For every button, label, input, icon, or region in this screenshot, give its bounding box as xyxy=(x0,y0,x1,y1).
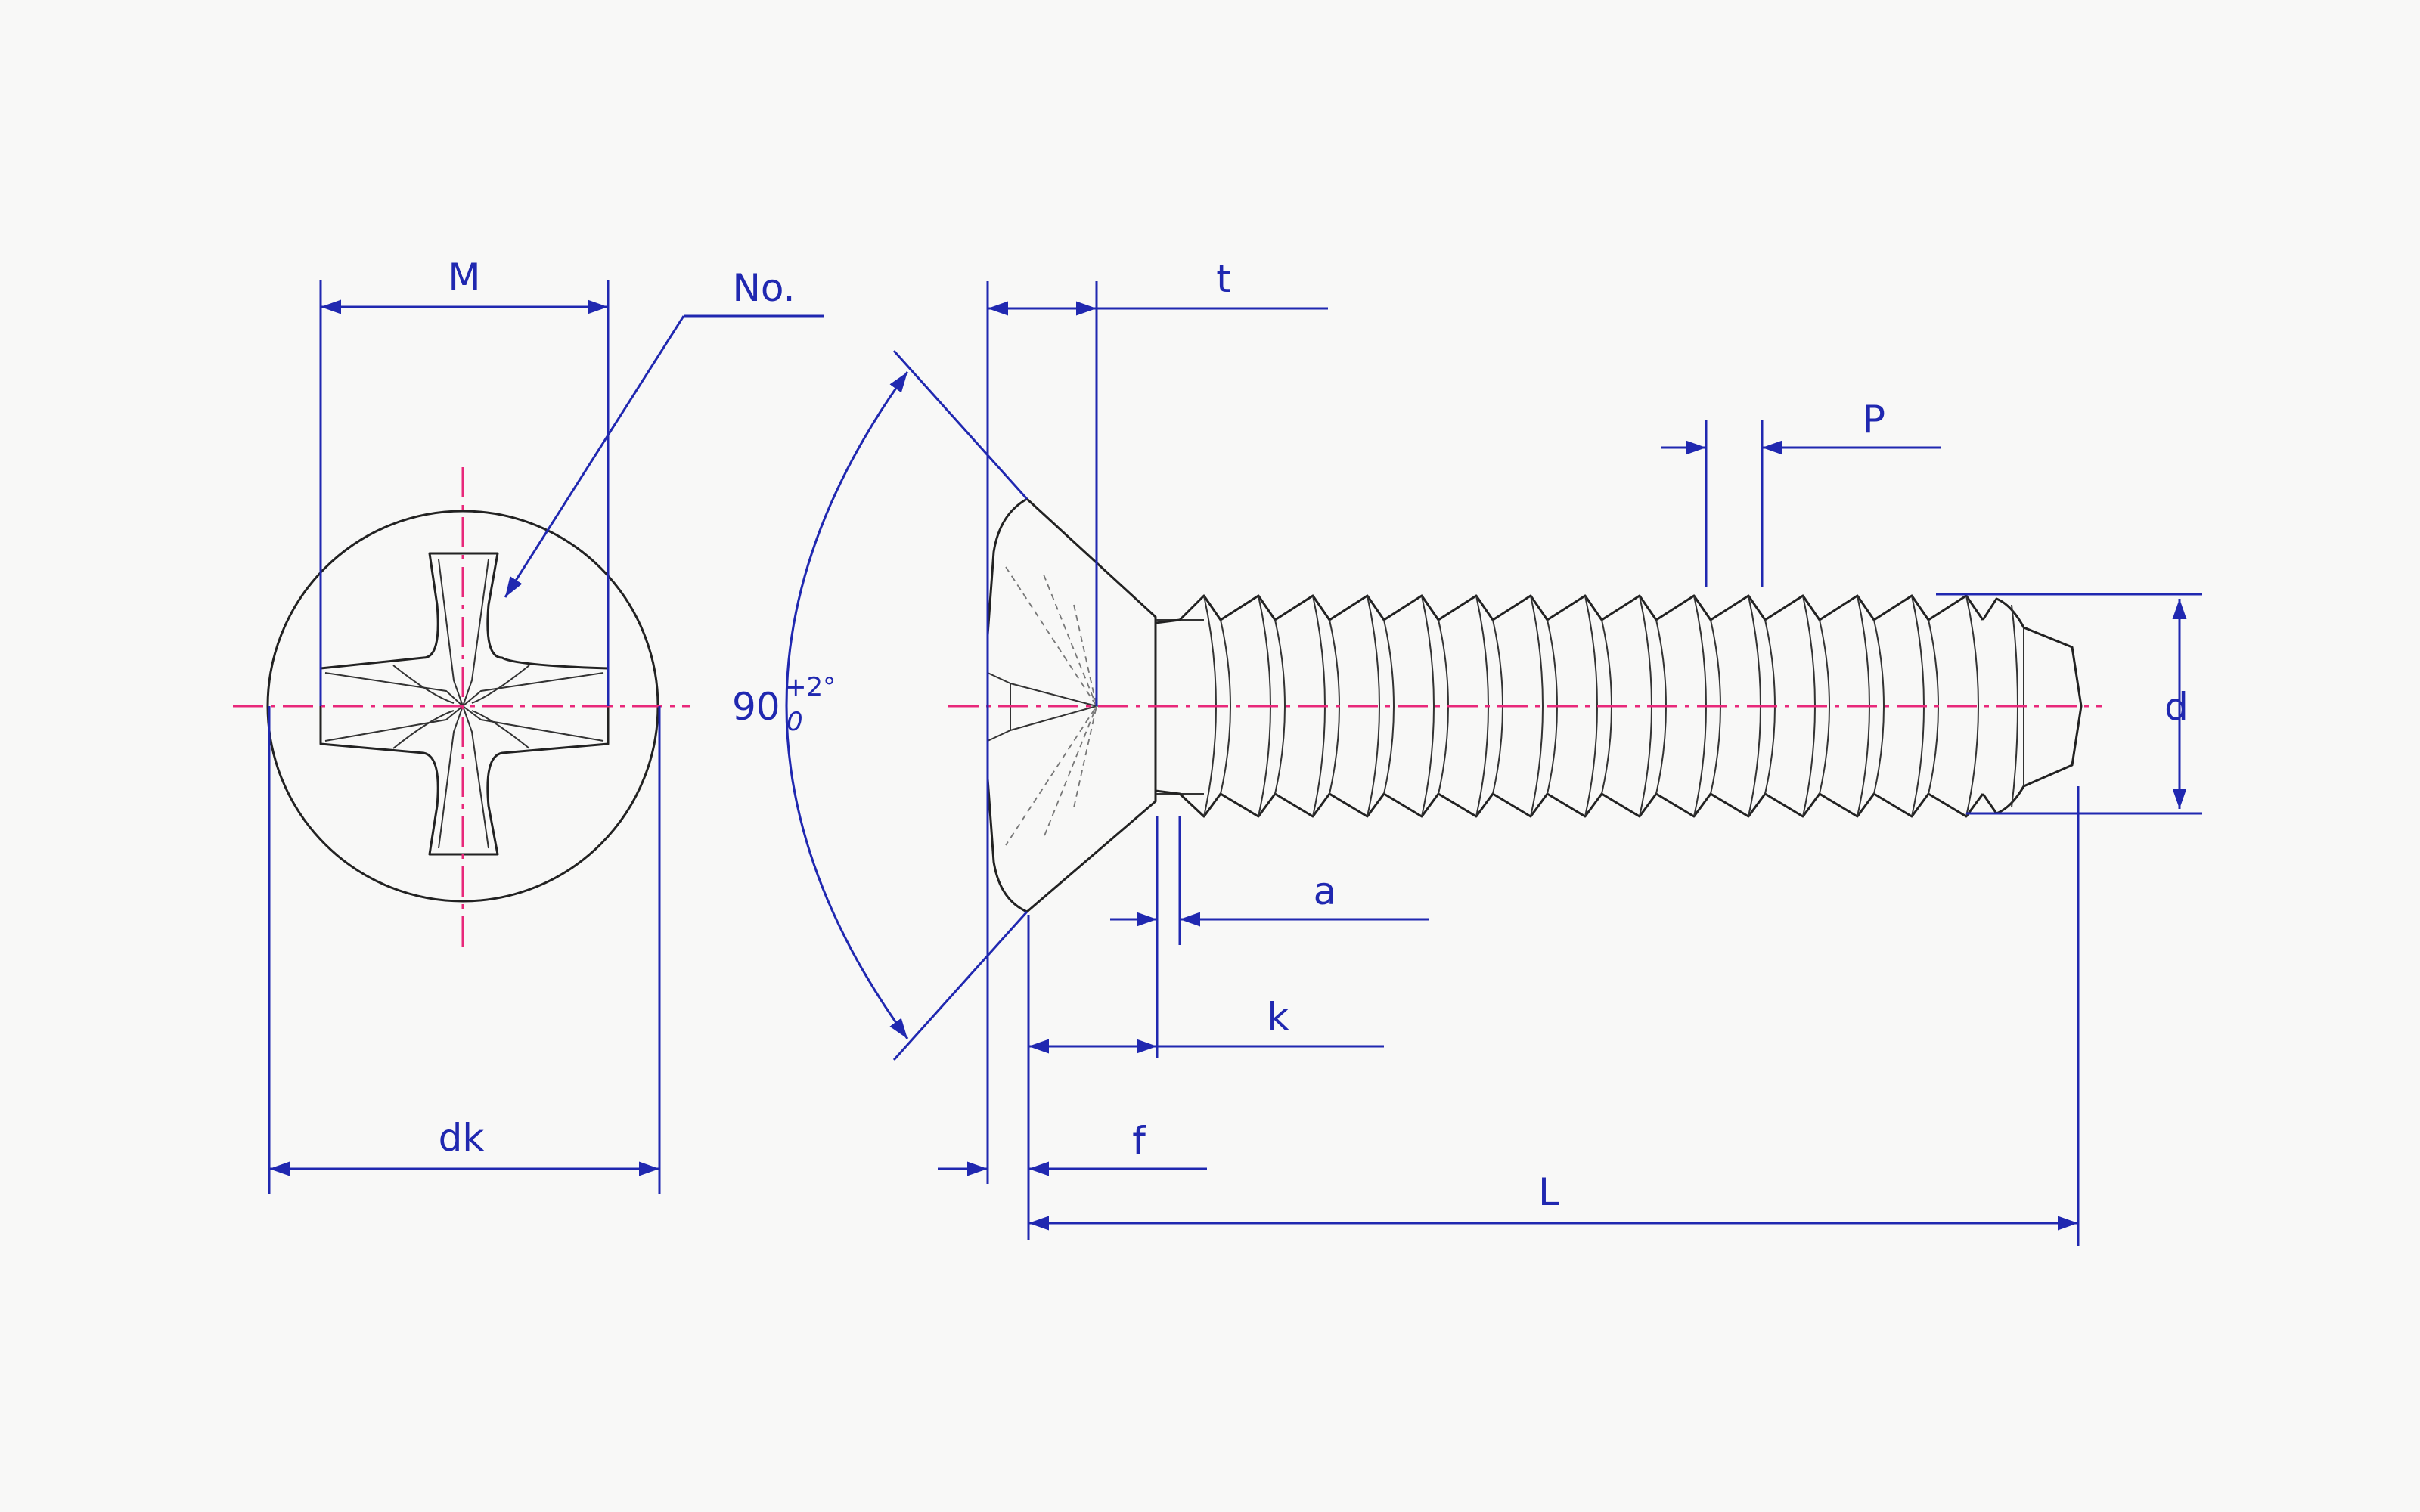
dimension-a: a xyxy=(1110,816,1429,1058)
dimension-k: k xyxy=(1027,915,1384,1240)
dimension-dk: dk xyxy=(268,706,661,1194)
label-f: f xyxy=(1132,1119,1146,1163)
phillips-recess-facets xyxy=(324,559,604,849)
label-angle-value: 90 xyxy=(732,685,780,729)
dimension-f: f xyxy=(938,1119,1207,1176)
label-t: t xyxy=(1216,257,1231,301)
dimension-t: t xyxy=(986,257,1328,1184)
leader-no: No. xyxy=(504,266,824,598)
label-p: P xyxy=(1863,398,1885,442)
label-k: k xyxy=(1267,995,1289,1039)
dimension-p: P xyxy=(1661,398,1941,587)
label-angle-tol-lower: 0 xyxy=(786,707,803,737)
dimension-m: M xyxy=(319,256,610,706)
label-d: d xyxy=(2164,685,2189,729)
label-a: a xyxy=(1314,869,1337,913)
dimension-angle: 90 +2° 0 xyxy=(732,349,1028,1061)
label-no: No. xyxy=(732,266,795,310)
countersunk-head-outline xyxy=(986,497,1157,913)
label-angle-tol-upper: +2° xyxy=(785,672,836,702)
dimension-d: d xyxy=(1936,593,2202,815)
label-l: L xyxy=(1538,1170,1559,1214)
head-top-view xyxy=(233,467,690,947)
label-m: M xyxy=(448,256,480,299)
label-dk: dk xyxy=(439,1116,485,1160)
dimension-l: L xyxy=(1028,786,2080,1246)
screw-side-view xyxy=(948,497,2102,913)
screw-tip xyxy=(1981,597,2083,815)
thread-profile xyxy=(1155,594,1984,818)
phillips-recess-outline xyxy=(319,552,610,856)
